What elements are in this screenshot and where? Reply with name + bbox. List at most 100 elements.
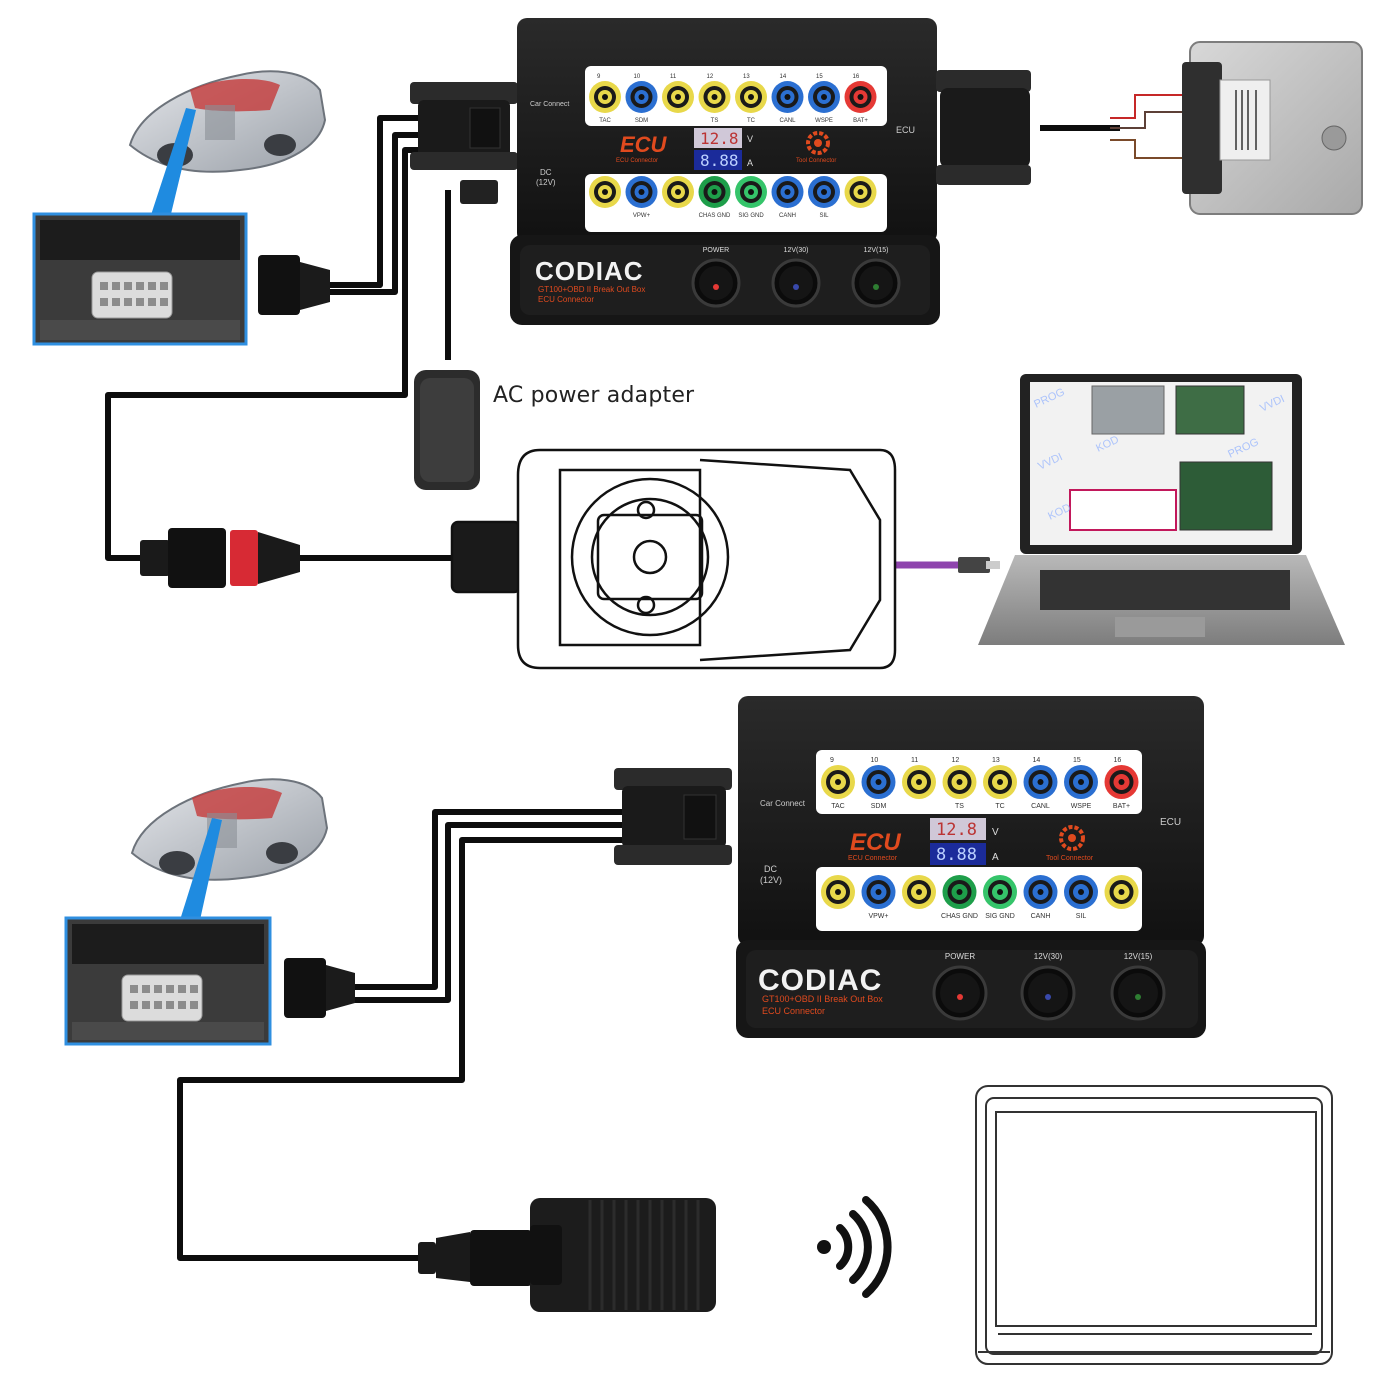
pin-label: CANH [779, 213, 796, 219]
pin-label: BAT+ [853, 118, 868, 124]
banana-jack[interactable] [821, 875, 855, 909]
pin-number: 12 [952, 757, 960, 764]
pin-label: TAC [599, 118, 611, 124]
pin-label: TC [995, 803, 1004, 810]
banana-jack[interactable] [735, 176, 767, 208]
model-label: GT100+OBD II Break Out Box [538, 285, 645, 294]
banana-jack[interactable] [589, 81, 621, 113]
db-connector-left-top [410, 82, 518, 170]
switch-label: 12V(30) [784, 247, 809, 254]
dc-voltage-label: (12V) [536, 178, 556, 187]
pin-label: SDM [635, 118, 648, 124]
pin-number: 15 [1073, 757, 1081, 764]
pin-label: BAT+ [1113, 803, 1130, 810]
banana-jack[interactable] [844, 176, 877, 208]
car-connect-label: Car Connect [760, 799, 806, 808]
pin-label: SIG GND [738, 213, 764, 219]
pointer-beam-top [150, 108, 196, 218]
banana-jack[interactable] [861, 875, 896, 909]
banana-jack[interactable] [1104, 765, 1139, 799]
toggle-switch[interactable] [771, 258, 821, 308]
banana-jack[interactable] [735, 81, 767, 113]
pointer-beam-bottom [180, 818, 222, 920]
ecu-port-label: ECU [1160, 817, 1181, 828]
banana-jack[interactable] [821, 765, 855, 799]
pin-label: SDM [871, 803, 887, 810]
dc-label: DC [540, 168, 552, 177]
ac-power-adapter [414, 370, 480, 490]
amp-display: 8.88 [936, 845, 977, 865]
banana-jack[interactable] [1023, 765, 1058, 799]
pin-label: TAC [831, 803, 844, 810]
banana-jack[interactable] [942, 765, 977, 799]
switch-label: 12V(15) [1124, 952, 1153, 961]
banana-jack[interactable] [662, 81, 694, 113]
ecu-harness-wires [1110, 94, 1195, 159]
toggle-switch[interactable] [851, 258, 901, 308]
toggle-switch[interactable] [1110, 965, 1166, 1021]
obd-port-photo-bottom [64, 916, 272, 1046]
banana-jack[interactable] [625, 81, 658, 113]
pin-label: WSPE [1071, 803, 1092, 810]
pin-label: VPW+ [868, 913, 888, 920]
volt-display: 12.8 [700, 129, 739, 148]
wireless-signal-icon [817, 1196, 892, 1298]
volt-display: 12.8 [936, 820, 977, 840]
pin-number: 11 [670, 74, 677, 80]
pin-label: TS [955, 803, 964, 810]
banana-jack[interactable] [861, 765, 896, 799]
banana-jack[interactable] [1064, 765, 1098, 799]
toggle-switch[interactable] [691, 258, 741, 308]
banana-jack[interactable] [902, 875, 936, 909]
pin-number: 9 [597, 74, 601, 80]
tool-logo-sub: Tool Connector [1046, 855, 1094, 862]
pin-label: WSPE [815, 118, 833, 124]
banana-jack[interactable] [844, 81, 877, 113]
toggle-switch[interactable] [1020, 965, 1076, 1021]
car-illustration-bottom [130, 778, 329, 881]
banana-jack[interactable] [698, 176, 731, 208]
banana-jack[interactable] [625, 176, 658, 208]
brand-logo: CODIAC [758, 964, 882, 997]
pin-number: 14 [1033, 757, 1041, 764]
usb-plug [958, 557, 990, 573]
db-connector-right-top [936, 70, 1031, 185]
pin-label: CANH [1031, 913, 1051, 920]
banana-jack[interactable] [1064, 875, 1098, 909]
pin-label: SIL [1076, 913, 1087, 920]
ecu-logo-sub: ECU Connector [616, 158, 658, 164]
wireless-vci-dongle [530, 1198, 716, 1312]
banana-jack[interactable] [698, 81, 731, 113]
banana-jack[interactable] [1023, 875, 1058, 909]
pin-label: CHAS GND [699, 213, 731, 219]
banana-jack[interactable] [808, 176, 840, 208]
banana-jack[interactable] [771, 81, 804, 113]
obd-port-photo-top [32, 212, 248, 346]
toggle-switch[interactable] [932, 965, 988, 1021]
ecu-module [1182, 41, 1363, 215]
banana-jack[interactable] [902, 765, 936, 799]
gear-icon [806, 131, 830, 155]
pin-label: TS [711, 118, 719, 124]
pin-label: CANL [1031, 803, 1050, 810]
banana-jack[interactable] [1104, 875, 1139, 909]
gear-icon [1059, 825, 1085, 851]
pin-number: 11 [911, 757, 918, 764]
banana-jack[interactable] [662, 176, 694, 208]
banana-jack[interactable] [589, 176, 621, 208]
ac-power-adapter-label: AC power adapter [493, 383, 695, 408]
banana-jack[interactable] [942, 875, 977, 909]
banana-jack[interactable] [983, 875, 1017, 909]
banana-jack[interactable] [771, 176, 804, 208]
banana-jack[interactable] [808, 81, 840, 113]
pin-label: VPW+ [633, 213, 651, 219]
banana-jack[interactable] [983, 765, 1017, 799]
ecu-logo: ECU [620, 132, 668, 157]
usb-tip [986, 561, 1000, 569]
car-illustration-top [128, 70, 327, 173]
subtitle-label: ECU Connector [762, 1006, 825, 1016]
obd-to-box-cable-bottom-b [352, 822, 630, 1003]
vci-programmer-outline [450, 448, 897, 670]
